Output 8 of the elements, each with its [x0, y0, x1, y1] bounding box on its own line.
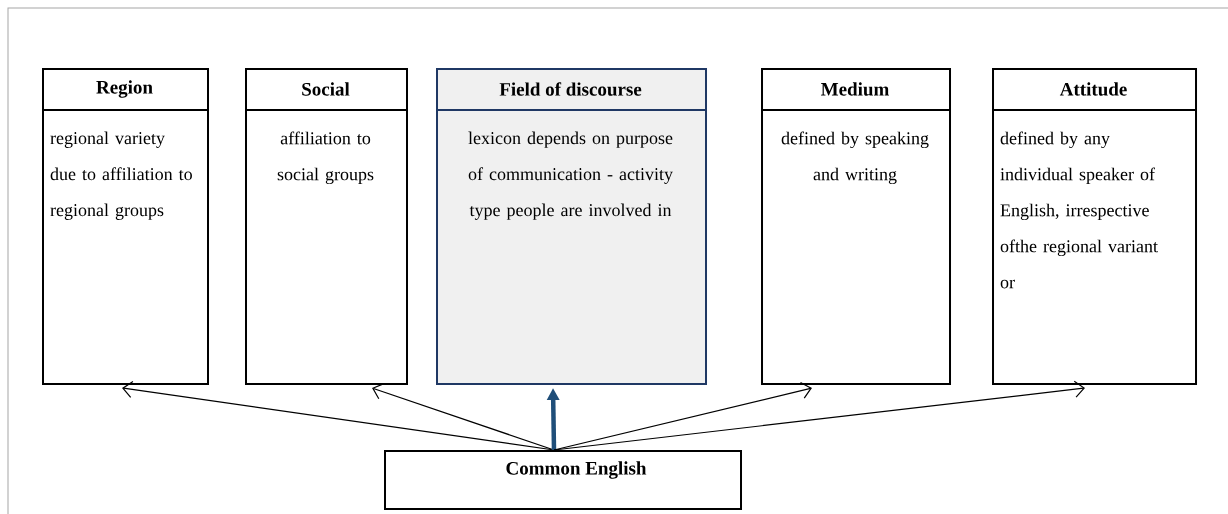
arrow: [553, 380, 1085, 451]
category-box: Region regional variety due to affiliation to regional groups: [41, 68, 209, 385]
category-box: Field of discourse lexicon depends on purpose of communication - activity type people are involved in: [435, 68, 707, 385]
category-box: Medium defined by speaking and writing: [760, 68, 951, 385]
arrow: [372, 383, 555, 451]
category-box: Social affiliation to social groups: [244, 68, 408, 385]
label-box: Common English: [384, 450, 742, 510]
category-box: Attitude defined by any individual speaker of English, irrespective ofthe regional variant or: [991, 68, 1197, 385]
